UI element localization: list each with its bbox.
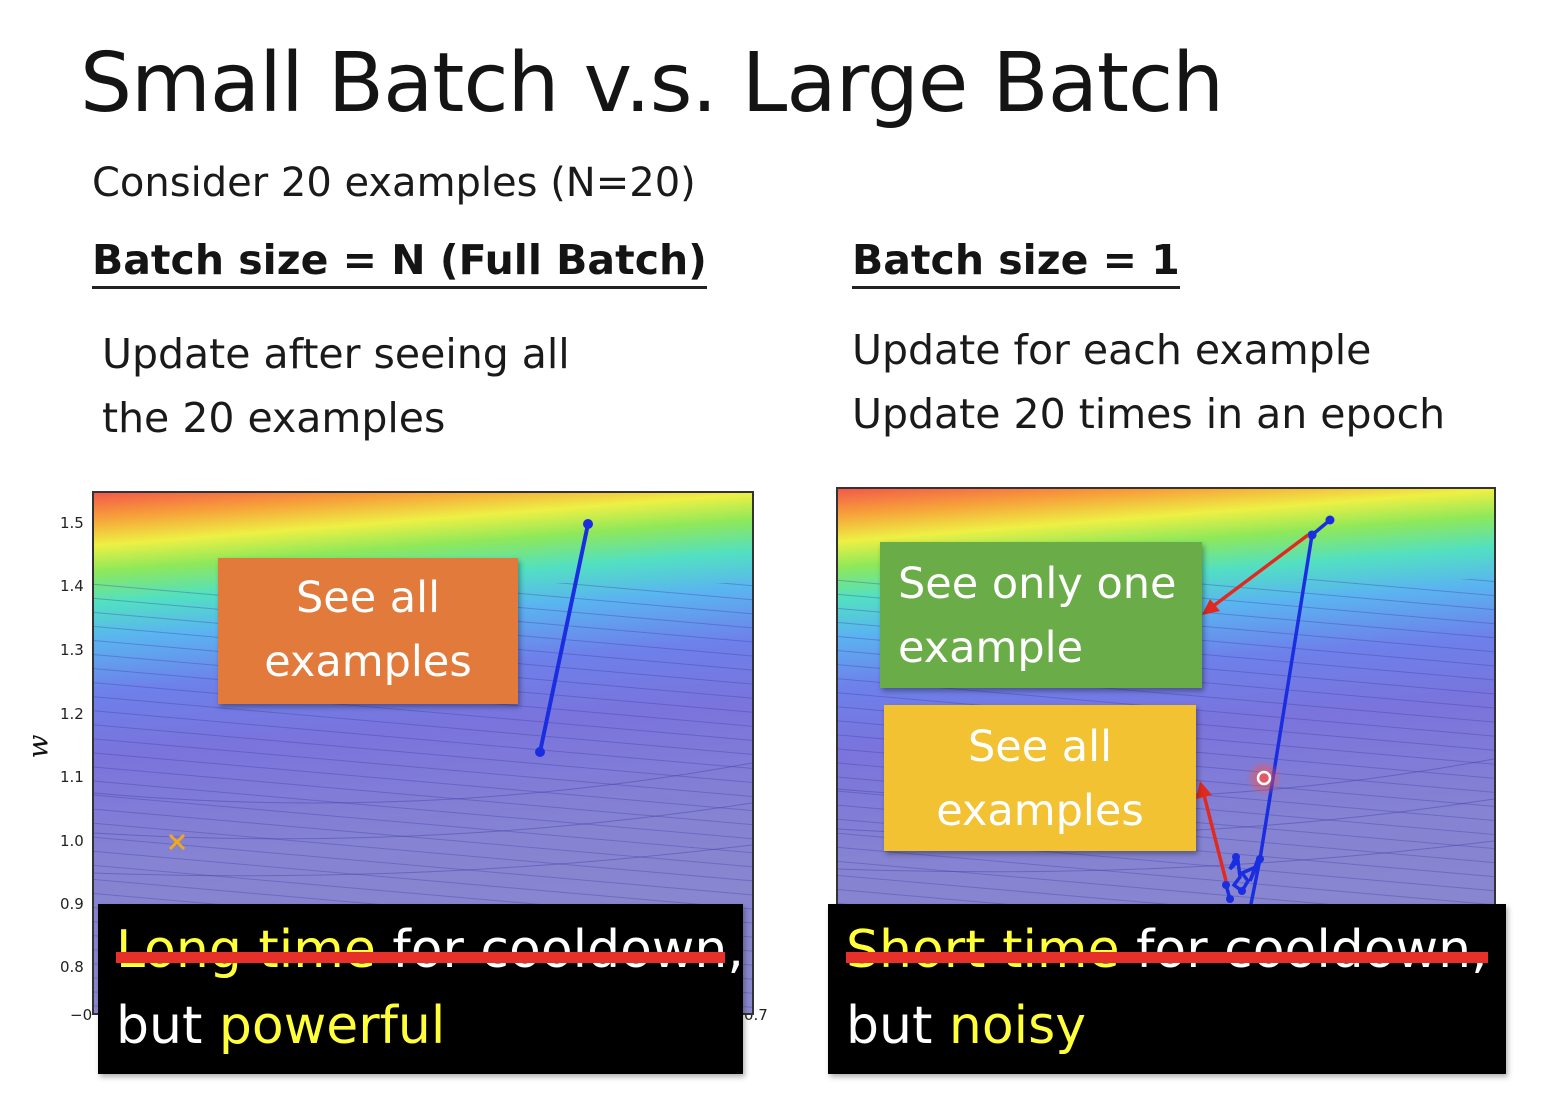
left-caption: Long time for cooldown, but powerful bbox=[98, 904, 744, 1074]
y-tick: 1.3 bbox=[60, 641, 84, 659]
y-tick: 0.8 bbox=[60, 958, 84, 976]
y-tick: 1.4 bbox=[60, 577, 84, 595]
caption-struck-line: Long time for cooldown, bbox=[116, 912, 744, 988]
caption-struck-line: Short time for cooldown, bbox=[846, 912, 1488, 988]
caption-line2: but powerful bbox=[116, 988, 725, 1064]
gradient-path-line bbox=[538, 523, 590, 753]
slide-title: Small Batch v.s. Large Batch bbox=[80, 36, 1224, 131]
path-point bbox=[1307, 530, 1317, 540]
strikethrough-bar bbox=[116, 952, 725, 963]
path-point bbox=[1238, 887, 1246, 895]
slide-subtitle: Consider 20 examples (N=20) bbox=[92, 160, 696, 206]
box-line1: See all bbox=[295, 573, 441, 623]
box-line2: examples bbox=[264, 637, 472, 687]
left-heading: Batch size = N (Full Batch) bbox=[92, 236, 707, 289]
arrow-to-yellow-box bbox=[1196, 781, 1228, 882]
box-line1: See only one bbox=[898, 559, 1177, 609]
right-desc-line2: Update 20 times in an epoch bbox=[852, 390, 1446, 438]
path-point bbox=[1222, 881, 1230, 889]
left-desc-line2: the 20 examples bbox=[102, 394, 446, 442]
y-tick: 0.9 bbox=[60, 895, 84, 913]
caption-struck-white: for cooldown, bbox=[375, 920, 744, 980]
right-heading: Batch size = 1 bbox=[852, 236, 1180, 289]
caption-struck-yellow: Short time bbox=[846, 920, 1120, 980]
see-all-examples-box-right: See all examples bbox=[884, 705, 1196, 851]
path-point bbox=[583, 519, 593, 529]
x-tick-left: −0 bbox=[70, 1006, 93, 1024]
caption-struck-white: for cooldown, bbox=[1119, 920, 1488, 980]
caption-struck-yellow: Long time bbox=[116, 920, 376, 980]
y-tick: 1.1 bbox=[60, 768, 84, 786]
left-desc-line1: Update after seeing all bbox=[102, 330, 570, 378]
caption-white: but bbox=[846, 996, 949, 1056]
see-all-examples-box: See all examples bbox=[218, 558, 518, 704]
right-desc-line1: Update for each example bbox=[852, 326, 1372, 374]
box-line1: See all bbox=[967, 722, 1113, 772]
strikethrough-bar bbox=[846, 952, 1488, 963]
path-point bbox=[535, 747, 545, 757]
caption-highlight: powerful bbox=[218, 996, 446, 1056]
caption-white: but bbox=[116, 996, 219, 1056]
box-line2: example bbox=[898, 623, 1084, 673]
caption-line2: but noisy bbox=[846, 988, 1488, 1064]
caption-highlight: noisy bbox=[948, 996, 1086, 1056]
y-tick: 1.0 bbox=[60, 832, 84, 850]
yellow-x-marker bbox=[168, 833, 186, 851]
box-line2: examples bbox=[936, 786, 1144, 836]
path-point bbox=[1232, 853, 1240, 861]
left-description: Update after seeing all the 20 examples bbox=[102, 322, 570, 450]
y-tick: 1.2 bbox=[60, 705, 84, 723]
red-highlight-marker bbox=[1246, 760, 1282, 796]
path-point bbox=[1325, 515, 1335, 525]
path-point bbox=[1256, 855, 1264, 863]
right-caption: Short time for cooldown, but noisy bbox=[828, 904, 1506, 1074]
right-description: Update for each example Update 20 times … bbox=[852, 318, 1445, 446]
path-point bbox=[1226, 895, 1234, 903]
y-axis-label: w bbox=[21, 734, 55, 759]
arrow-to-green-box bbox=[1202, 533, 1310, 615]
y-tick: 1.5 bbox=[60, 514, 84, 532]
see-one-example-box: See only one example bbox=[880, 542, 1202, 688]
